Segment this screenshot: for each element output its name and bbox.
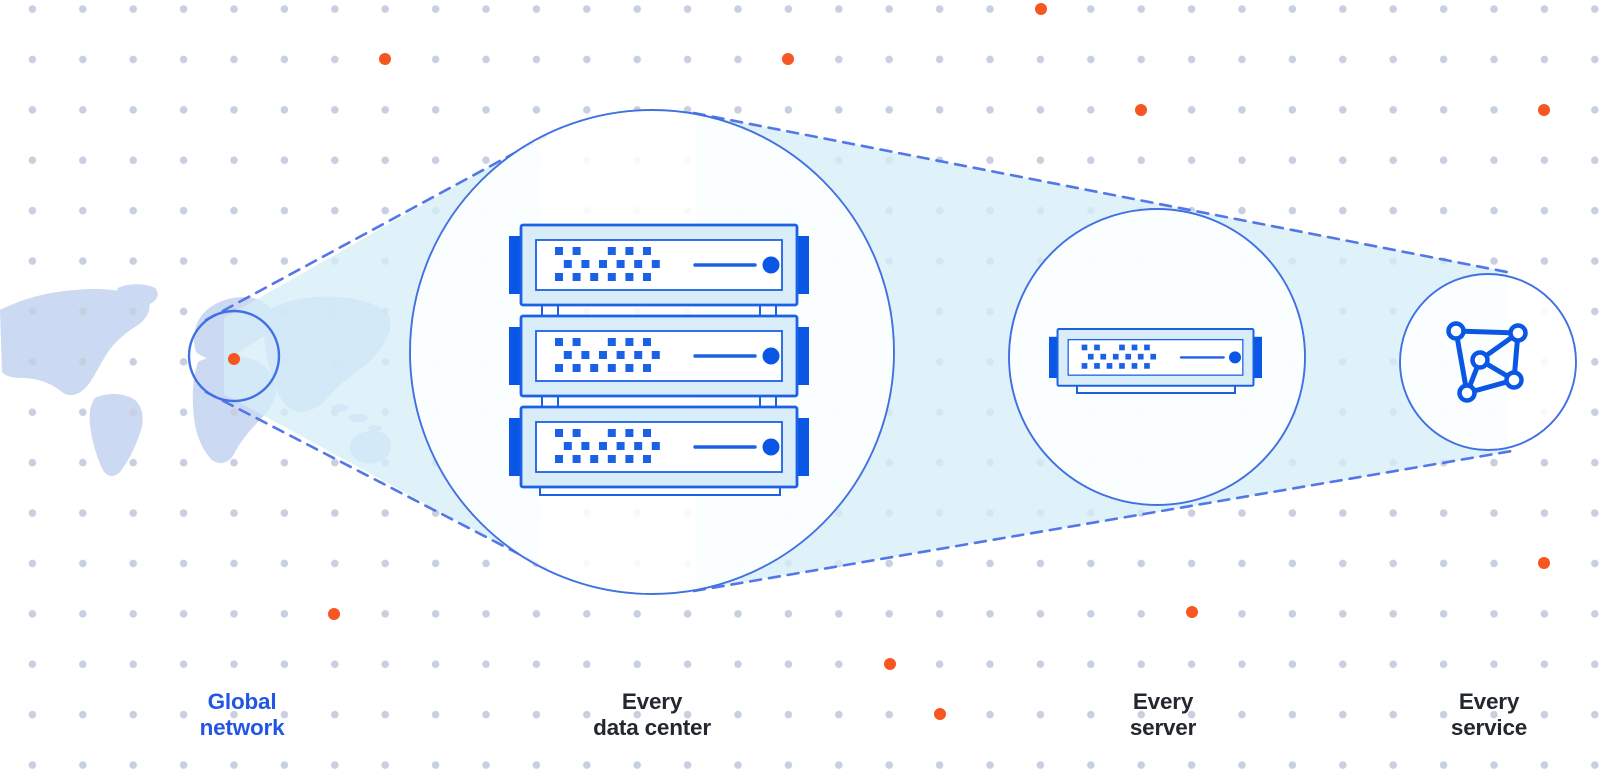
label-line: Global xyxy=(207,689,277,714)
server-unit-1 xyxy=(509,225,809,305)
label-every-service: Every service xyxy=(1451,689,1527,741)
dashed-edge-top-left xyxy=(204,134,548,322)
orange-dot xyxy=(328,608,340,620)
dashed-edge-top-right xyxy=(692,111,1514,275)
server-unit-3 xyxy=(509,407,809,487)
dashed-edge-bottom-left xyxy=(204,390,548,570)
orange-dot xyxy=(228,353,240,365)
server-rack-icon xyxy=(509,225,809,496)
network-graph-icon xyxy=(1446,321,1528,403)
orange-dot xyxy=(1035,3,1047,15)
label-line: Every xyxy=(621,689,683,714)
label-global-network: Global network xyxy=(200,689,285,741)
server-unit-2 xyxy=(509,316,809,396)
label-line: Every xyxy=(1132,689,1194,714)
map-focus-circle-icon xyxy=(187,309,281,403)
orange-dot xyxy=(934,708,946,720)
label-line: server xyxy=(1129,715,1197,740)
label-line: service xyxy=(1450,715,1528,740)
orange-dot xyxy=(1538,557,1550,569)
label-line: Every xyxy=(1458,689,1520,714)
label-line: network xyxy=(199,715,285,740)
label-line: data center xyxy=(593,715,711,740)
dashed-edge-bottom-right xyxy=(692,449,1514,593)
orange-dot xyxy=(379,53,391,65)
orange-dot xyxy=(1538,104,1550,116)
label-every-server: Every server xyxy=(1129,689,1197,741)
orange-dot xyxy=(1186,606,1198,618)
orange-dot xyxy=(884,658,896,670)
server-icon xyxy=(1049,329,1262,394)
orange-dot xyxy=(782,53,794,65)
orange-dots-layer xyxy=(228,3,1550,720)
label-every-data-center: Every data center xyxy=(593,689,711,741)
orange-dot xyxy=(1135,104,1147,116)
